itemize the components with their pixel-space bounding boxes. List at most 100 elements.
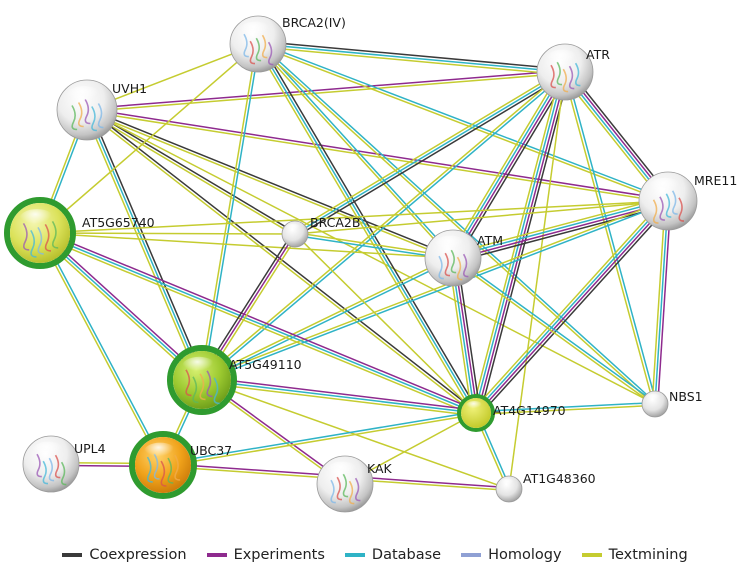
edge-line-experiments xyxy=(453,72,567,260)
legend-label: Database xyxy=(371,547,442,563)
edge-atm-at5g65740 xyxy=(39,232,454,259)
structure-ribbon xyxy=(456,256,463,281)
node-highlight xyxy=(181,356,217,378)
node-label: ATM xyxy=(477,233,503,248)
edge-mre11-at5g49110 xyxy=(201,198,669,383)
structure-ribbon xyxy=(348,480,355,505)
edge-atm-at5g49110 xyxy=(201,256,454,382)
edges-layer xyxy=(37,40,672,492)
edge-mre11-brca2b xyxy=(294,200,669,235)
edge-line-experiments xyxy=(476,72,568,414)
node-atm[interactable]: ATM xyxy=(424,229,503,287)
edge-line-database xyxy=(202,201,669,383)
edge-line-textmining xyxy=(201,256,453,380)
edge-line-database xyxy=(202,72,567,382)
node-kak[interactable]: KAK xyxy=(316,455,393,513)
protein-structure-icon xyxy=(185,369,220,405)
edge-line-textmining xyxy=(562,72,655,405)
structure-ribbon xyxy=(659,196,665,221)
node-at1g48360[interactable]: AT1G48360 xyxy=(495,471,596,503)
structure-ribbon xyxy=(261,34,268,59)
edge-uvh1-brca2b xyxy=(85,108,297,236)
edge-line-database xyxy=(452,198,668,258)
edge-line-database xyxy=(258,41,669,201)
edge-line-database xyxy=(258,42,455,258)
structure-ribbon xyxy=(60,461,67,486)
node-at5g49110[interactable]: AT5G49110 xyxy=(167,345,302,415)
edge-atr-at1g48360 xyxy=(508,71,566,490)
node-uvh1[interactable]: UVH1 xyxy=(56,79,147,141)
edge-line-textmining xyxy=(38,234,476,417)
node-label: AT4G14970 xyxy=(493,403,566,418)
legend-item-homology: Homology xyxy=(461,547,562,563)
edge-mre11-nbs1 xyxy=(651,200,672,405)
edge-line-textmining xyxy=(200,70,565,380)
node-highlight xyxy=(545,49,579,70)
edge-uvh1-nbs1 xyxy=(86,109,656,405)
edge-line-textmining xyxy=(39,200,669,234)
structure-ribbon xyxy=(54,454,61,479)
node-highlight xyxy=(325,461,360,482)
edge-line-database xyxy=(565,71,658,404)
legend-item-textmining: Textmining xyxy=(581,547,688,563)
edge-uvh1-at5g49110 xyxy=(83,108,206,382)
edge-line-database xyxy=(202,44,261,381)
edge-line-experiments xyxy=(41,230,205,379)
edge-line-coexpression xyxy=(87,108,297,234)
edge-line-textmining xyxy=(201,382,476,417)
edge-line-textmining xyxy=(508,71,566,490)
node-upl4[interactable]: UPL4 xyxy=(22,435,106,493)
node-nbs1[interactable]: NBS1 xyxy=(641,389,703,418)
query-ring xyxy=(457,394,495,432)
edge-line-textmining xyxy=(256,44,655,406)
structure-ribbon xyxy=(213,377,220,405)
node-highlight xyxy=(238,21,272,42)
protein-structure-icon xyxy=(330,473,361,505)
protein-structure-icon xyxy=(652,190,685,224)
legend-swatch-experiments xyxy=(206,553,227,557)
node-brca2b[interactable]: BRCA2B xyxy=(281,215,360,248)
edge-atr-atm xyxy=(448,69,570,261)
structure-ribbon xyxy=(71,105,78,131)
edge-mre11-atm xyxy=(451,196,670,263)
edge-line-textmining xyxy=(651,200,666,404)
structure-ribbon xyxy=(562,68,569,93)
edge-line-textmining xyxy=(257,46,565,76)
structure-ribbon xyxy=(652,199,659,224)
node-highlight xyxy=(433,235,468,256)
node-highlight xyxy=(66,86,102,107)
structure-ribbon xyxy=(255,37,262,62)
query-ring xyxy=(129,431,197,499)
edge-line-textmining xyxy=(203,235,299,382)
protein-structure-icon xyxy=(22,220,59,258)
protein-structure-icon xyxy=(146,453,181,487)
node-label: BRCA2B xyxy=(310,215,360,230)
edge-uvh1-atm xyxy=(86,108,454,260)
edge-line-textmining xyxy=(294,233,477,414)
node-highlight xyxy=(645,393,662,403)
structure-ribbon xyxy=(444,252,451,277)
node-at4g14970[interactable]: AT4G14970 xyxy=(457,394,566,432)
node-atr[interactable]: ATR xyxy=(536,43,610,101)
edge-legend: Coexpression Experiments Database Homolo… xyxy=(0,540,750,570)
edge-line-database xyxy=(294,71,566,235)
edge-line-textmining xyxy=(86,110,453,260)
edge-uvh1-brca2iv xyxy=(86,43,259,111)
edge-line-experiments xyxy=(453,201,669,261)
node-brca2iv[interactable]: BRCA2(IV) xyxy=(229,15,346,73)
edge-line-coexpression xyxy=(453,204,670,263)
node-mre11[interactable]: MRE11 xyxy=(638,171,737,231)
edge-line-database xyxy=(201,379,477,414)
node-label: UVH1 xyxy=(112,81,147,96)
edge-line-database xyxy=(162,410,476,465)
edge-at4g14970-brca2b xyxy=(294,233,477,414)
structure-ribbon xyxy=(249,40,256,65)
structure-ribbon xyxy=(185,369,192,397)
structure-ribbon xyxy=(665,193,672,218)
node-highlight xyxy=(465,401,484,412)
legend-label: Experiments xyxy=(233,547,325,563)
structure-ribbon xyxy=(42,460,49,485)
node-at5g65740[interactable]: AT5G65740 xyxy=(4,197,155,269)
node-ubc37[interactable]: UBC37 xyxy=(129,431,232,499)
